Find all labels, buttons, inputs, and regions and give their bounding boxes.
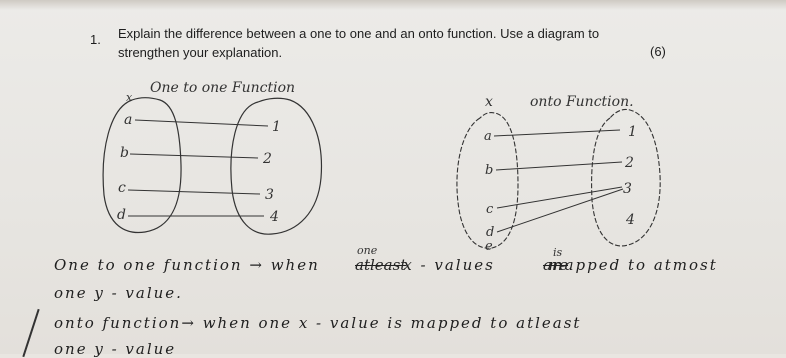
left-domain-a: a (124, 112, 132, 128)
left-domain-c: c (118, 180, 126, 196)
left-codomain-2: 2 (262, 151, 272, 167)
right-codomain-3: 3 (623, 181, 632, 197)
right-codomain-1: 1 (628, 124, 637, 140)
right-map-a-1 (493, 129, 621, 137)
answer-insert-one: one (357, 244, 378, 257)
answer-x-values: x - values (403, 256, 495, 274)
right-domain-b: b (485, 163, 493, 178)
left-x-label: x (126, 91, 133, 104)
right-map-b-2 (495, 161, 623, 171)
answer-function: function (102, 314, 182, 332)
left-codomain-1: 1 (272, 119, 281, 135)
left-codomain-3: 3 (265, 187, 274, 203)
left-domain-d: d (117, 207, 126, 223)
right-domain-e: e (485, 239, 493, 254)
left-codomain-ellipse (230, 97, 323, 235)
right-codomain-2: 2 (624, 155, 634, 171)
right-domain-ellipse (456, 112, 519, 249)
onto-diagram: x onto Function. a b c d e 1 2 3 4 (456, 94, 661, 254)
right-x-label: x (485, 94, 493, 110)
right-map-d-3 (496, 188, 624, 233)
question-text-line-1: Explain the difference between a one to … (118, 26, 600, 41)
left-map-a-1 (134, 119, 269, 127)
left-domain-ellipse (102, 97, 182, 234)
left-map-b-2 (129, 153, 259, 159)
answer-arrow-1: → (249, 256, 264, 274)
right-domain-a: a (484, 129, 492, 144)
answer-when-1: when (270, 256, 320, 274)
question-text: Explain the difference between a one to … (118, 24, 678, 62)
answer-onto-description: when one x - value is mapped to atleast (202, 314, 582, 332)
answer-struck-atleast: atleast (355, 256, 407, 274)
answer-mapped-atmost: mapped to atmost (548, 256, 718, 274)
right-domain-c: c (486, 202, 494, 217)
right-domain-d: d (486, 225, 494, 240)
left-diagram-title: One to one Function (150, 80, 295, 96)
question-text-line-2: strengthen your explanation. (118, 45, 283, 60)
answer-line-4: one y - value (54, 340, 177, 358)
answer-arrow-2: → (181, 314, 196, 332)
left-codomain-4: 4 (269, 209, 279, 225)
left-domain-b: b (120, 145, 129, 161)
question-number: 1. (90, 32, 101, 47)
page-shadow (0, 0, 786, 10)
right-codomain-ellipse (591, 108, 661, 247)
answer-line-3: onto function→ when one x - value is map… (54, 314, 581, 332)
answer-insert-is: is (553, 246, 563, 259)
answer-struck-are: are (543, 256, 568, 274)
answer-one-to-one: One to one function (54, 256, 243, 274)
answer-line-2: one y - value. (54, 284, 183, 302)
answer-onto: onto (54, 314, 96, 332)
question-marks: (6) (650, 44, 666, 59)
right-codomain-4: 4 (625, 212, 635, 228)
one-to-one-diagram: x One to one Function a b c d 1 2 3 4 (102, 80, 323, 235)
right-map-c-3 (496, 186, 623, 209)
left-map-c-3 (127, 189, 261, 195)
answer-line-1: One to one function → when x - values ma… (54, 256, 718, 274)
right-diagram-title: onto Function. (530, 94, 634, 110)
